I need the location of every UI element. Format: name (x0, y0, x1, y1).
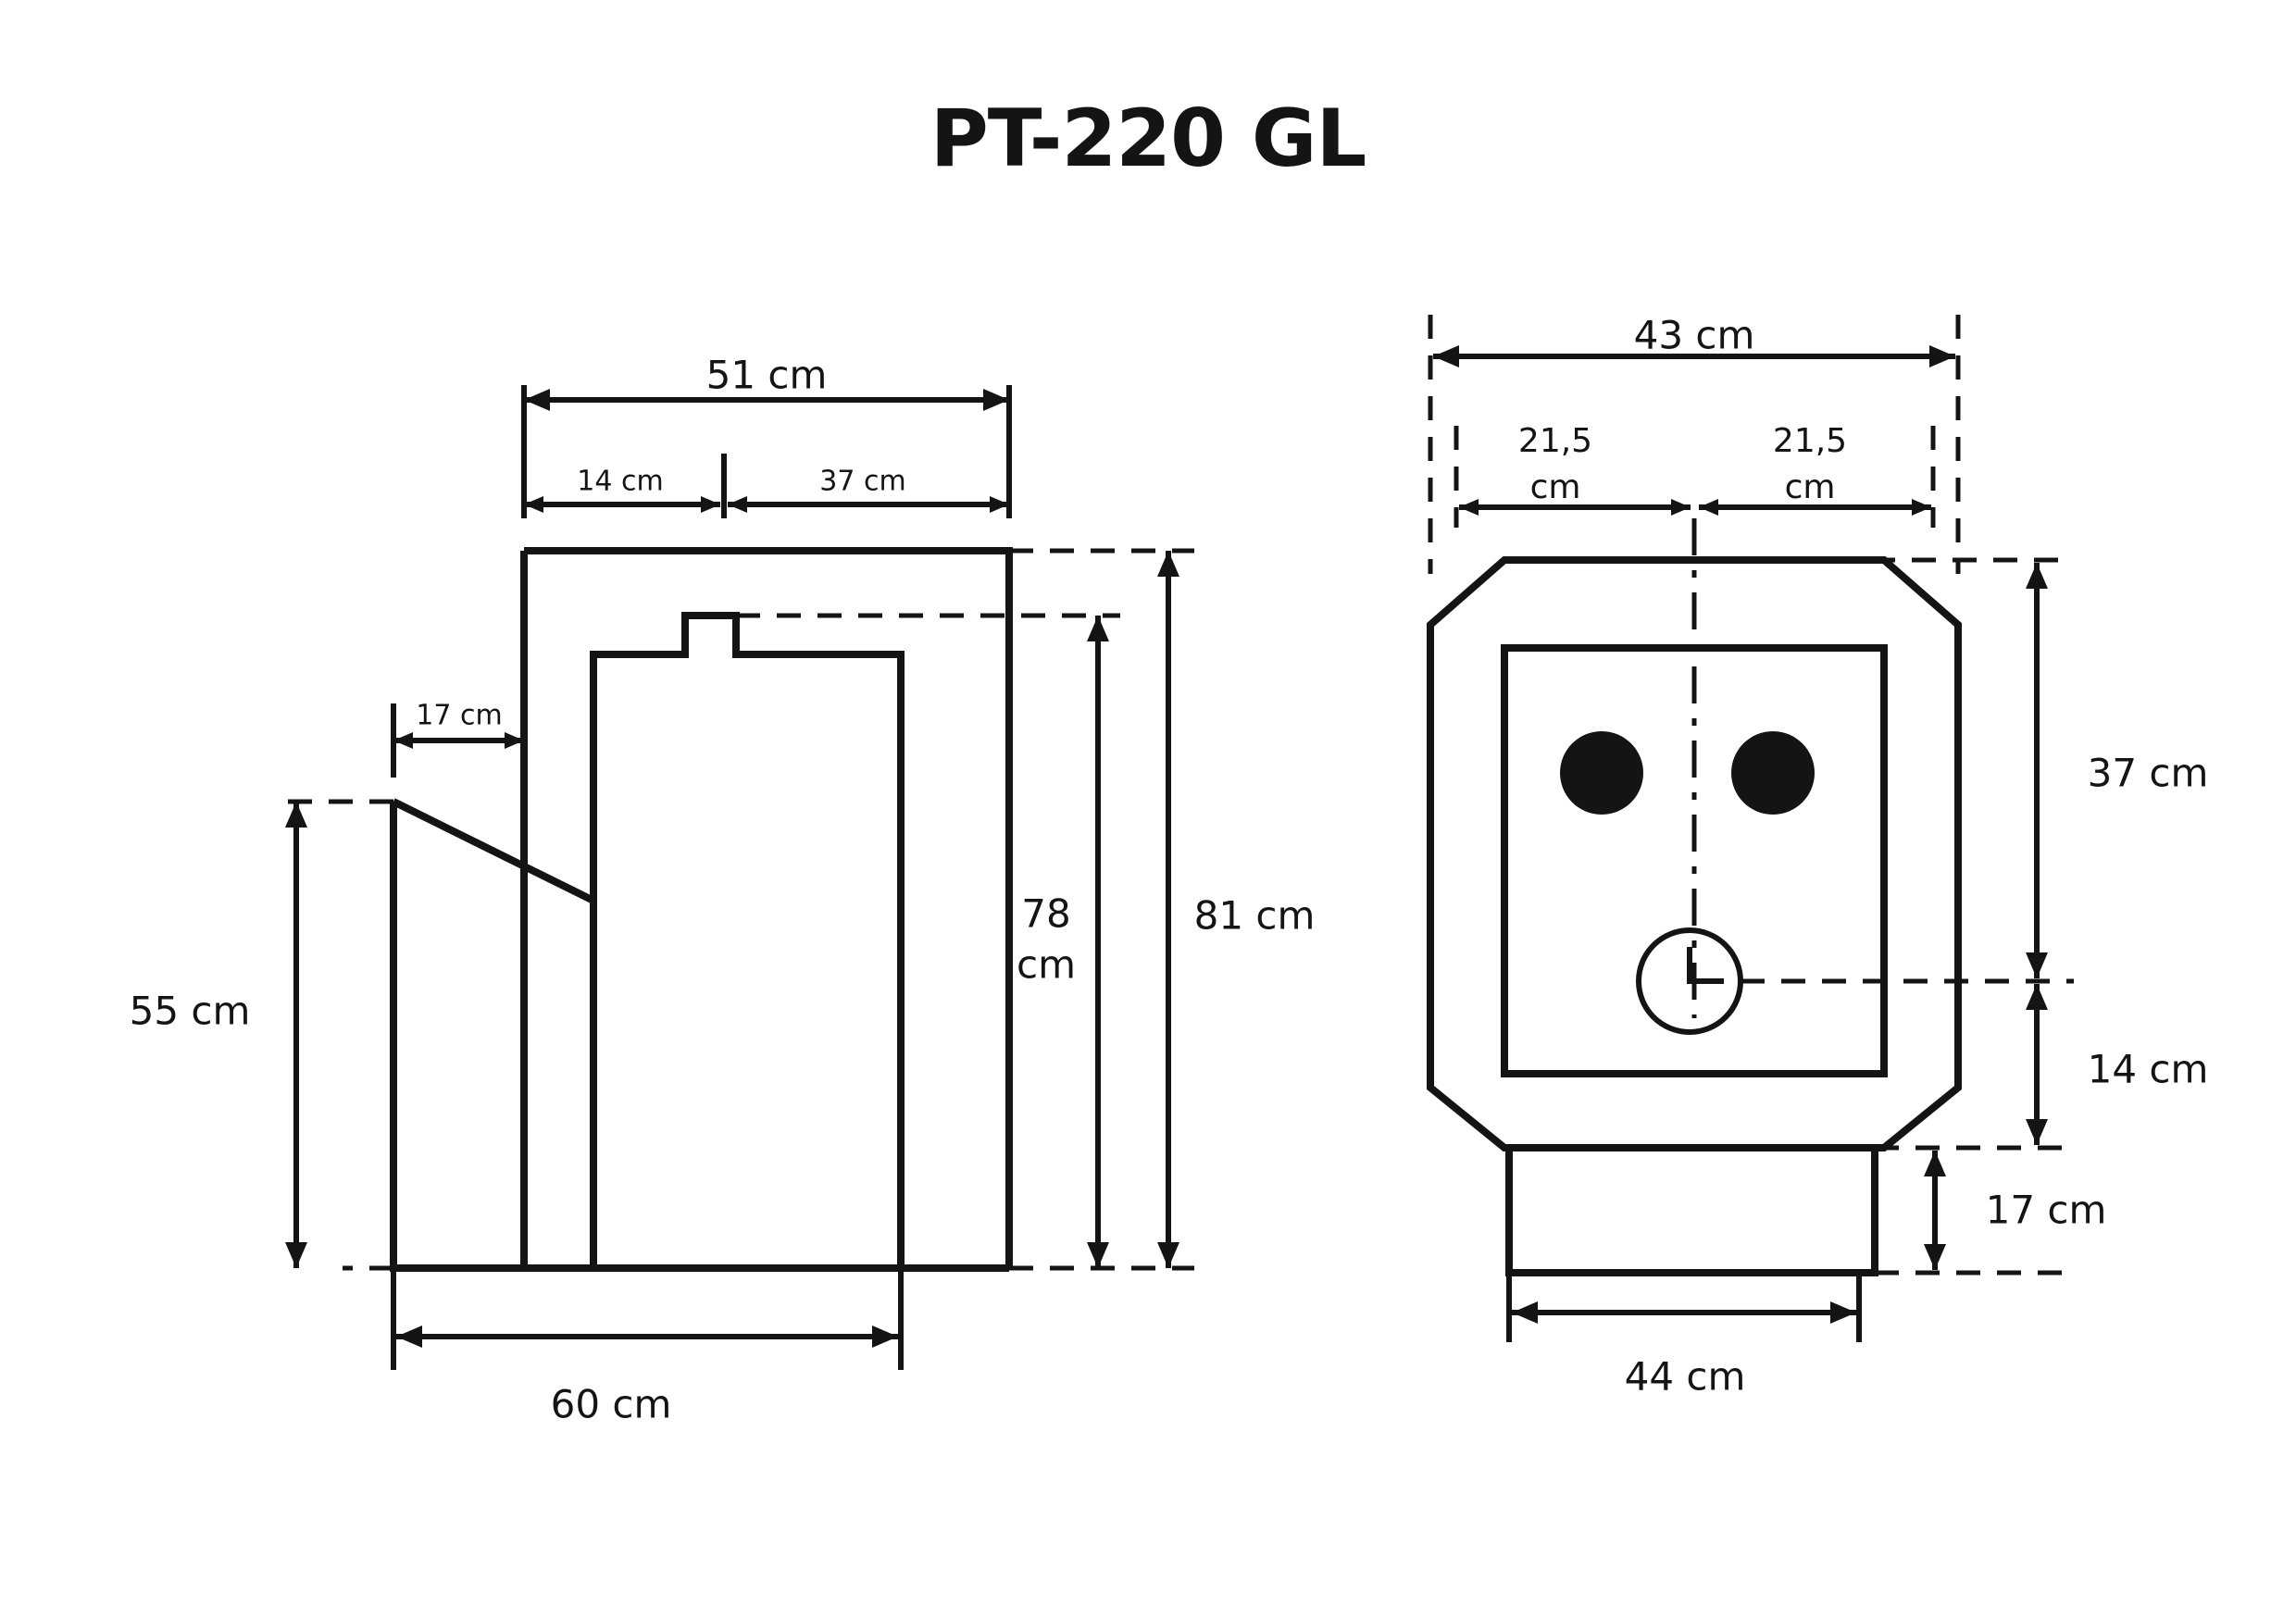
dim-78cm: 78 cm (1017, 616, 1109, 1268)
dim-44cm: 44 cm (1506, 1273, 1862, 1400)
dim-81cm: 81 cm (1157, 551, 1316, 1268)
dim-17cm-front: 17 cm (1924, 1151, 2107, 1270)
dim-60cm: 60 cm (391, 1268, 904, 1427)
side-view-reference-lines (343, 548, 1194, 1271)
dim-label-21-5cm-right-line2: cm (1785, 468, 1836, 506)
dim-label-37cm: 37 cm (819, 466, 905, 498)
page-title: PT-220 GL (930, 93, 1367, 185)
front-view-reference-lines (1428, 315, 2074, 1276)
dim-label-14cm-front: 14 cm (2088, 1047, 2209, 1092)
dim-label-81cm: 81 cm (1194, 893, 1316, 939)
dim-label-44cm: 44 cm (1625, 1354, 1746, 1400)
dim-label-78cm-line1: 78 (1021, 891, 1070, 937)
dim-37cm-front: 37 cm (2026, 563, 2209, 978)
knob-right (1731, 731, 1815, 815)
dim-21-5cm: 21,5 cm 21,5 cm (1459, 422, 1931, 516)
dim-label-51cm: 51 cm (706, 353, 828, 398)
dim-label-17cm-side: 17 cm (416, 700, 502, 732)
dim-label-21-5cm-left-line2: cm (1530, 468, 1581, 506)
dim-43cm: 43 cm (1433, 313, 1955, 367)
dim-label-55cm: 55 cm (130, 989, 251, 1034)
dim-label-21-5cm-right-line1: 21,5 (1773, 422, 1847, 460)
dim-17cm-side: 17 cm (391, 700, 527, 778)
dim-label-43cm: 43 cm (1634, 313, 1755, 358)
dim-label-17cm-front: 17 cm (1986, 1188, 2107, 1233)
side-view-geometry (390, 547, 1013, 1272)
dim-55cm: 55 cm (130, 799, 393, 1268)
dim-label-78cm-line2: cm (1017, 942, 1076, 988)
knob-left (1560, 731, 1643, 815)
dim-label-60cm: 60 cm (551, 1382, 672, 1427)
dim-label-14cm: 14 cm (577, 466, 663, 498)
dim-label-21-5cm-left-line1: 21,5 (1518, 422, 1592, 460)
dim-label-37cm-front: 37 cm (2088, 751, 2209, 796)
dim-14cm-front: 14 cm (2026, 984, 2209, 1145)
dim-14cm-37cm: 14 cm 37 cm (521, 454, 1012, 518)
